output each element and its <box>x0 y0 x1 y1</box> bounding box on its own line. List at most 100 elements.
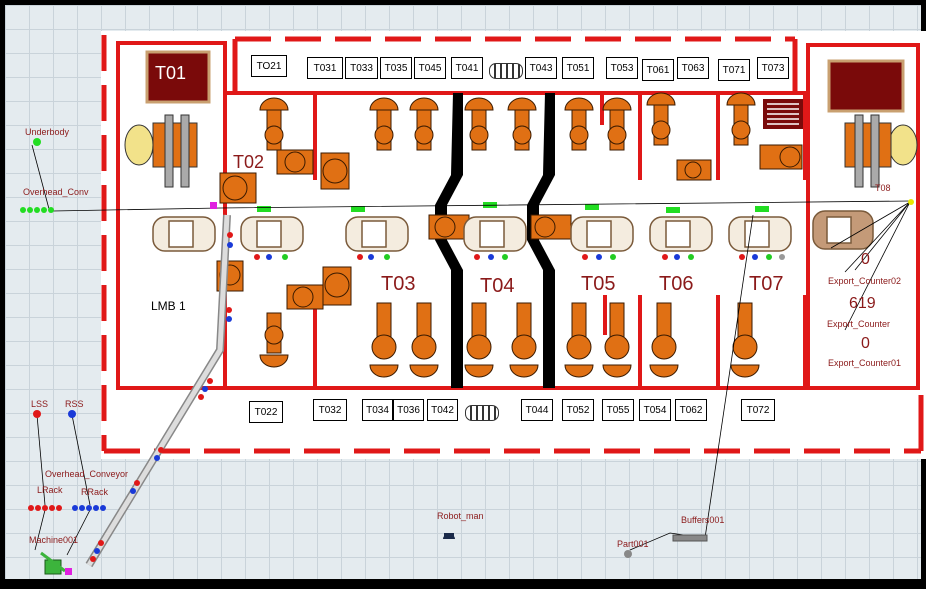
machine001-icon[interactable] <box>41 553 72 575</box>
robot-icon <box>650 303 678 377</box>
car-icon <box>813 211 873 249</box>
underbody-label: Underbody <box>25 127 69 137</box>
tool-box-t061[interactable]: T061 <box>642 59 674 81</box>
machine001-label: Machine001 <box>29 535 78 545</box>
tool-box-to21[interactable]: TO21 <box>251 55 287 77</box>
robot-icon <box>603 303 631 377</box>
tool-box-t035[interactable]: T035 <box>380 57 412 79</box>
t08-box[interactable] <box>829 61 903 111</box>
robot-icon <box>727 93 755 145</box>
tool-box-t044[interactable]: T044 <box>521 399 553 421</box>
tool-box-t052[interactable]: T052 <box>562 399 594 421</box>
car-icon <box>153 217 215 251</box>
robot-icon <box>565 98 593 150</box>
tool-box-t043[interactable]: T043 <box>525 57 557 79</box>
green-markers <box>257 202 769 213</box>
car-bodies <box>153 211 873 251</box>
tool-box-t032[interactable]: T032 <box>313 399 347 421</box>
export-counter02-label: Export_Counter02 <box>828 276 901 286</box>
lss-label: LSS <box>31 399 48 409</box>
robot-icon <box>277 150 313 174</box>
export-counter-value: 619 <box>849 295 876 313</box>
robot-icon <box>323 267 351 305</box>
lrack-icon[interactable] <box>28 505 62 511</box>
roller-icon <box>489 63 523 79</box>
underbody-icon[interactable] <box>33 138 41 146</box>
tool-box-t053[interactable]: T053 <box>606 57 638 79</box>
robot-icon <box>370 98 398 150</box>
car-icon <box>729 217 791 251</box>
robot-icon <box>508 98 536 150</box>
tool-box-t072[interactable]: T072 <box>741 399 775 421</box>
station-t04-label: T04 <box>480 275 514 298</box>
robot-icon <box>410 303 438 377</box>
robot-icon <box>510 303 538 377</box>
robot-icon <box>531 215 571 239</box>
tool-box-t062[interactable]: T062 <box>675 399 707 421</box>
overhead-conveyor-label: Overhead_Conveyor <box>45 469 128 479</box>
roller-icon <box>465 405 499 421</box>
robot-man-label: Robot_man <box>437 511 484 521</box>
overhead-conv-label: Overhead_Conv <box>23 187 89 197</box>
part001-icon[interactable] <box>624 550 632 558</box>
fixture-right-icon <box>845 115 917 187</box>
tool-box-t042[interactable]: T042 <box>427 399 458 421</box>
station-t07-label: T07 <box>749 273 783 296</box>
part-dots <box>254 254 785 260</box>
export-counter02-value: 0 <box>861 251 870 269</box>
robot-icon <box>603 98 631 150</box>
station-t05-label: T05 <box>581 273 615 296</box>
car-icon <box>571 217 633 251</box>
tool-box-t022[interactable]: T022 <box>249 401 283 423</box>
robot-icon <box>260 313 288 367</box>
lrack-label: LRack <box>37 485 63 495</box>
station-t01-label[interactable]: T01 <box>155 63 186 84</box>
buffers001-label: Buffers001 <box>681 515 724 525</box>
export-counter01-value: 0 <box>861 335 870 353</box>
tool-box-t041[interactable]: T041 <box>451 57 483 79</box>
robot-icon <box>287 285 323 309</box>
buffers001-icon[interactable] <box>673 535 707 541</box>
station-t02-label: T02 <box>233 152 264 173</box>
overhead-conv-queue-icon[interactable] <box>20 207 54 213</box>
robot-icon <box>760 145 802 169</box>
car-icon <box>650 217 712 251</box>
robot-icon <box>429 215 469 239</box>
tool-box-t045[interactable]: T045 <box>414 57 446 79</box>
vent-grid-icon <box>763 99 803 129</box>
lmb1-label: LMB 1 <box>151 299 186 313</box>
tool-box-t055[interactable]: T055 <box>602 399 634 421</box>
robot-icon <box>465 98 493 150</box>
car-icon <box>346 217 408 251</box>
robot-icon <box>731 303 759 377</box>
tool-box-t033[interactable]: T033 <box>345 57 378 79</box>
robot-icon <box>220 173 256 203</box>
station-t08-label: T08 <box>875 183 891 193</box>
robot-icon <box>370 303 398 377</box>
rss-icon[interactable] <box>68 410 76 418</box>
robot-icon <box>410 98 438 150</box>
tool-box-t071[interactable]: T071 <box>718 59 750 81</box>
tool-box-t036[interactable]: T036 <box>393 399 424 421</box>
tool-box-t054[interactable]: T054 <box>639 399 671 421</box>
rss-label: RSS <box>65 399 84 409</box>
tool-box-t031[interactable]: T031 <box>307 57 343 79</box>
rrack-icon[interactable] <box>72 505 106 511</box>
tool-box-t034[interactable]: T034 <box>362 399 393 421</box>
robot-icon <box>465 303 493 377</box>
robot-man-icon[interactable] <box>443 533 455 539</box>
robot-icon <box>647 93 675 145</box>
robot-icon <box>565 303 593 377</box>
robot-icon <box>321 153 349 189</box>
lss-icon[interactable] <box>33 410 41 418</box>
car-icon <box>464 217 526 251</box>
part001-label: Part001 <box>617 539 649 549</box>
layout-drawing <box>5 5 926 589</box>
fixture-left-icon <box>125 115 197 187</box>
tool-box-t063[interactable]: T063 <box>677 57 709 79</box>
car-icon <box>241 217 303 251</box>
tool-box-t073[interactable]: T073 <box>757 57 789 79</box>
tool-box-t051[interactable]: T051 <box>562 57 594 79</box>
export-counter-label: Export_Counter <box>827 319 890 329</box>
